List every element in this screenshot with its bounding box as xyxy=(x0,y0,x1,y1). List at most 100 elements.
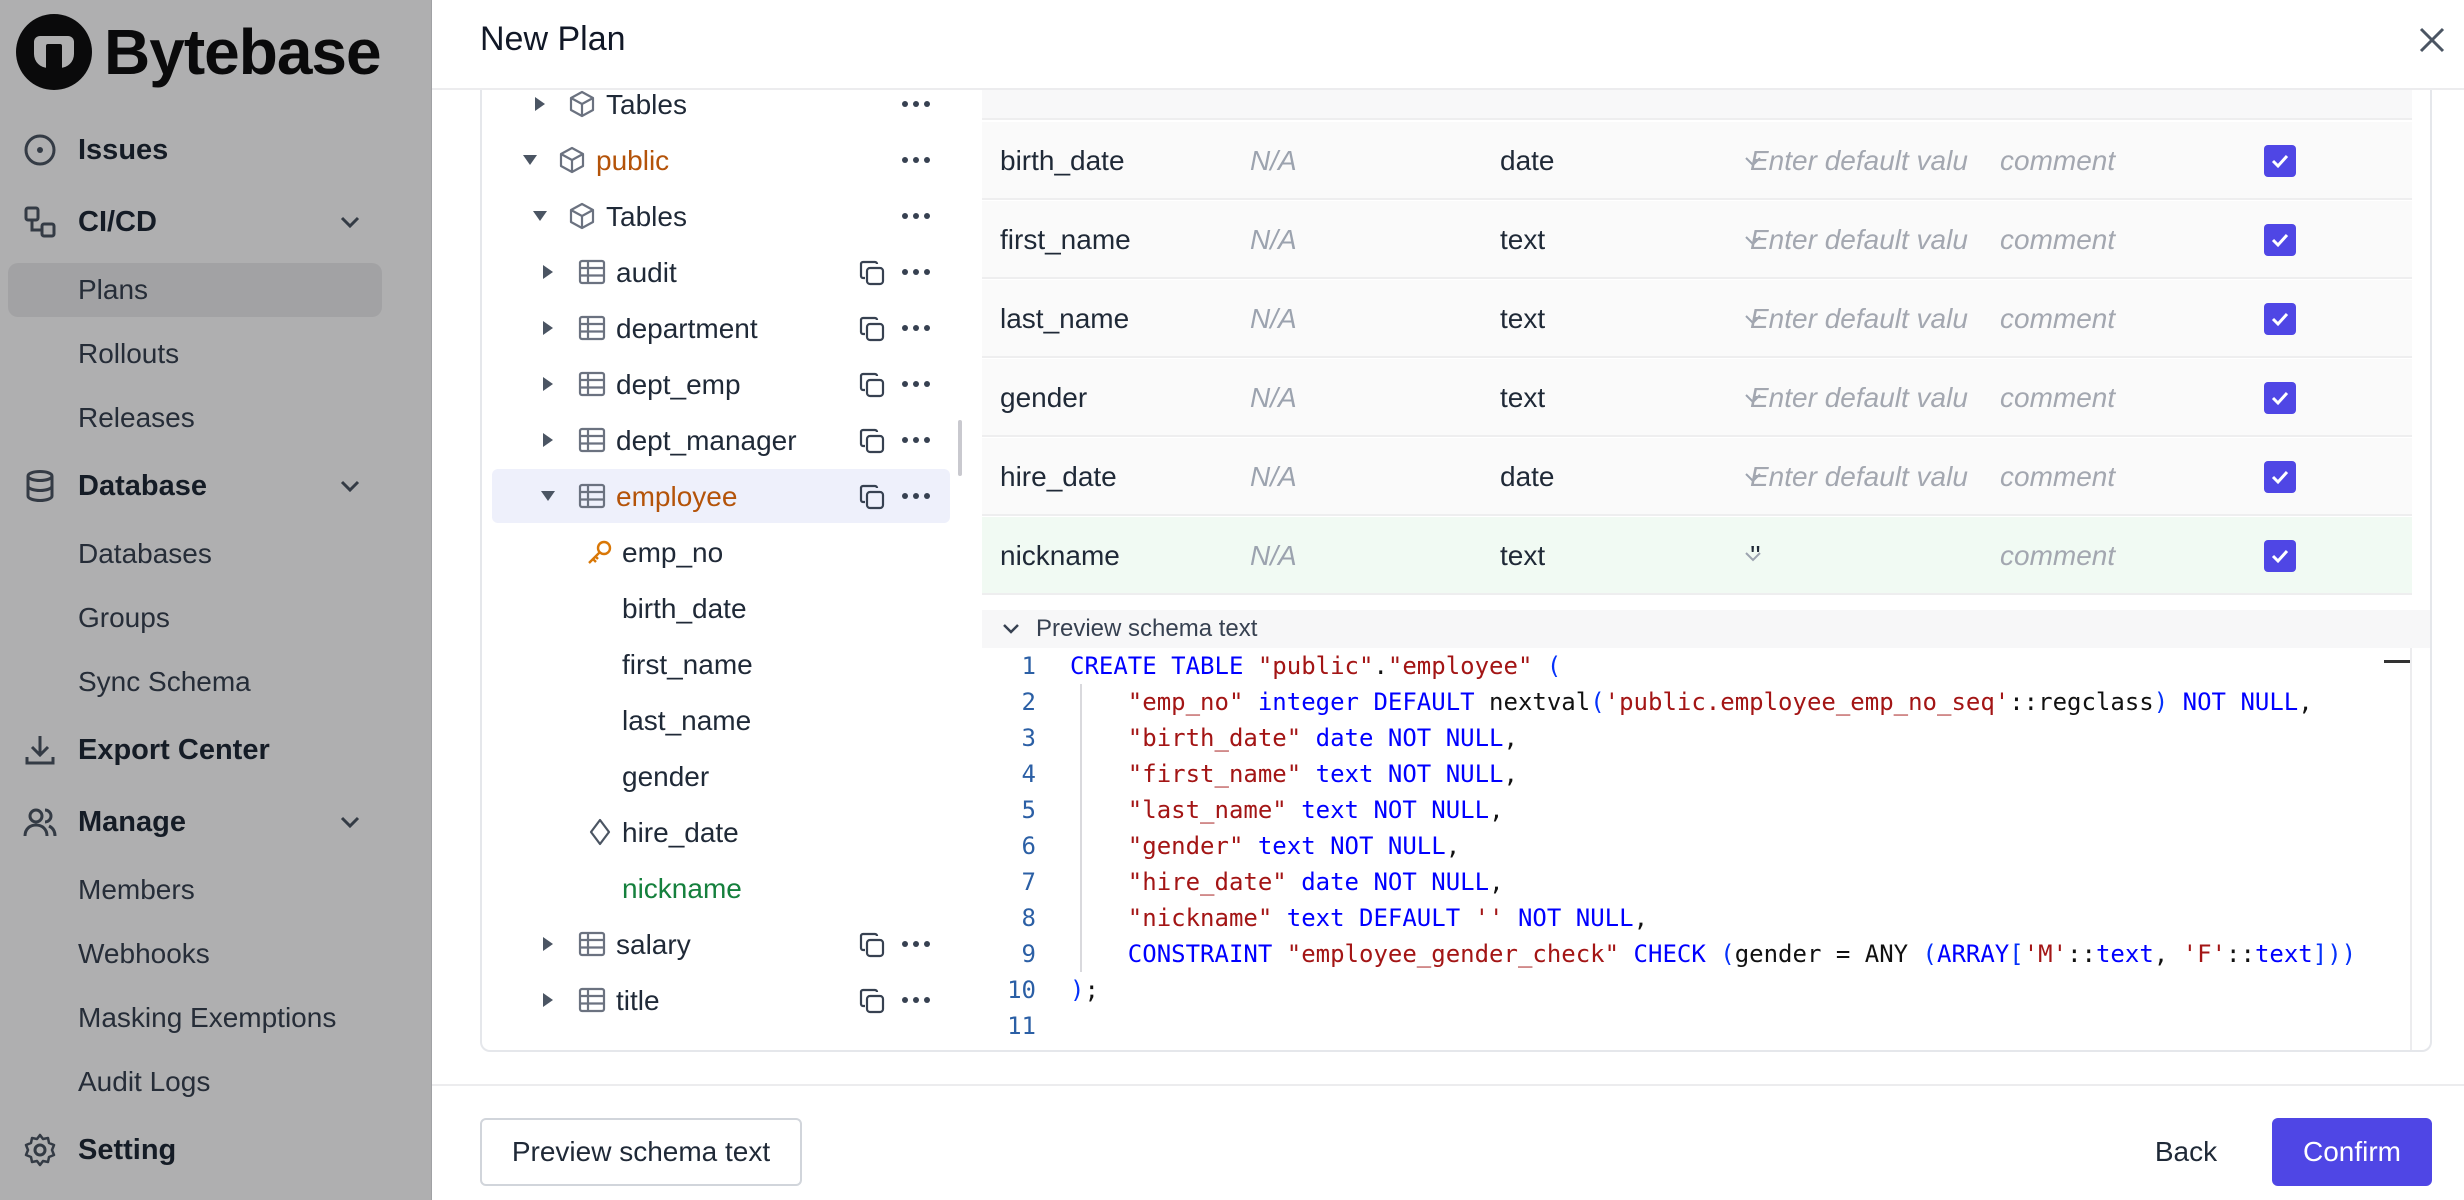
chevron-down-icon[interactable] xyxy=(336,472,364,508)
close-button[interactable] xyxy=(2412,20,2452,60)
tree-node-column[interactable]: gender xyxy=(492,749,950,803)
nav-database[interactable]: Database xyxy=(0,456,432,516)
preview-schema-button[interactable]: Preview schema text xyxy=(480,1118,802,1186)
caret-right-icon[interactable] xyxy=(538,318,558,338)
chevron-down-icon[interactable] xyxy=(1742,438,1766,516)
column-name-input[interactable]: first_name xyxy=(1000,224,1131,255)
nav-setting[interactable]: Setting xyxy=(0,1120,432,1180)
not-null-checkbox[interactable] xyxy=(2264,280,2296,358)
confirm-button[interactable]: Confirm xyxy=(2272,1118,2432,1186)
preview-schema-toggle[interactable]: Preview schema text xyxy=(982,610,2430,648)
comment-input[interactable]: comment xyxy=(2000,145,2116,176)
nav-cicd[interactable]: CI/CD xyxy=(0,192,432,252)
semantic-type-cell[interactable]: N/A xyxy=(1250,145,1297,176)
tree-node-schema[interactable]: public xyxy=(492,133,950,187)
tree-node-table[interactable]: employee xyxy=(492,469,950,523)
semantic-type-cell[interactable]: N/A xyxy=(1250,382,1297,413)
chevron-down-icon[interactable] xyxy=(1742,359,1766,437)
tree-node-column[interactable]: last_name xyxy=(492,693,950,747)
copy-icon[interactable] xyxy=(856,985,888,1017)
not-null-checkbox[interactable] xyxy=(2264,517,2296,595)
comment-input[interactable]: comment xyxy=(2000,461,2116,492)
nav-databases[interactable]: Databases xyxy=(8,527,382,581)
more-options-icon[interactable] xyxy=(898,201,934,231)
semantic-type-cell[interactable]: N/A xyxy=(1250,303,1297,334)
column-type-select[interactable]: text xyxy=(1500,303,1546,334)
nav-sync-schema[interactable]: Sync Schema xyxy=(8,655,382,709)
copy-icon[interactable] xyxy=(856,369,888,401)
comment-input[interactable]: comment xyxy=(2000,303,2116,334)
chevron-down-icon[interactable] xyxy=(1742,201,1766,279)
more-options-icon[interactable] xyxy=(898,929,934,959)
nav-members[interactable]: Members xyxy=(8,863,382,917)
tree-node-table[interactable]: title xyxy=(492,973,950,1027)
not-null-checkbox[interactable] xyxy=(2264,359,2296,437)
column-name-input[interactable]: last_name xyxy=(1000,303,1130,334)
tree-node-table[interactable]: salary xyxy=(492,917,950,971)
copy-icon[interactable] xyxy=(856,257,888,289)
not-null-checkbox[interactable] xyxy=(2264,438,2296,516)
not-null-checkbox[interactable] xyxy=(2264,201,2296,279)
more-options-icon[interactable] xyxy=(898,257,934,287)
column-type-select[interactable]: text xyxy=(1500,540,1546,571)
copy-icon[interactable] xyxy=(856,313,888,345)
tree-node-folder[interactable]: Tables xyxy=(492,90,950,131)
tree-node-column[interactable]: birth_date xyxy=(492,581,950,635)
column-name-input[interactable]: gender xyxy=(1000,382,1088,413)
more-options-icon[interactable] xyxy=(898,481,934,511)
default-value-input[interactable]: Enter default valu xyxy=(1750,145,1968,176)
default-value-input[interactable]: Enter default valu xyxy=(1750,224,1968,255)
nav-export-center[interactable]: Export Center xyxy=(0,720,432,780)
comment-input[interactable]: comment xyxy=(2000,382,2116,413)
caret-right-icon[interactable] xyxy=(538,262,558,282)
code-scrollbar[interactable] xyxy=(2410,648,2412,1050)
column-type-select[interactable]: text xyxy=(1500,382,1546,413)
copy-icon[interactable] xyxy=(856,929,888,961)
tree-node-folder[interactable]: Tables xyxy=(492,189,950,243)
nav-manage[interactable]: Manage xyxy=(0,792,432,852)
tree-node-table[interactable]: dept_emp xyxy=(492,357,950,411)
nav-groups[interactable]: Groups xyxy=(8,591,382,645)
more-options-icon[interactable] xyxy=(898,90,934,119)
default-value-input[interactable]: Enter default valu xyxy=(1750,461,1968,492)
chevron-down-icon[interactable] xyxy=(336,208,364,244)
column-type-select[interactable]: date xyxy=(1500,461,1555,492)
chevron-down-icon[interactable] xyxy=(1742,280,1766,358)
more-options-icon[interactable] xyxy=(898,145,934,175)
nav-audit-logs[interactable]: Audit Logs xyxy=(8,1055,382,1109)
column-name-input[interactable]: nickname xyxy=(1000,540,1120,571)
chevron-down-icon[interactable] xyxy=(1742,122,1766,200)
tree-node-table[interactable]: department xyxy=(492,301,950,355)
caret-right-icon[interactable] xyxy=(538,430,558,450)
column-type-select[interactable]: text xyxy=(1500,224,1546,255)
copy-icon[interactable] xyxy=(856,481,888,513)
column-name-input[interactable]: birth_date xyxy=(1000,145,1125,176)
semantic-type-cell[interactable]: N/A xyxy=(1250,461,1297,492)
semantic-type-cell[interactable]: N/A xyxy=(1250,540,1297,571)
modal-backdrop[interactable] xyxy=(0,0,432,1200)
chevron-down-icon[interactable] xyxy=(1742,517,1766,595)
caret-right-icon[interactable] xyxy=(530,94,550,114)
default-value-input[interactable]: '' xyxy=(1750,540,1761,571)
column-name-input[interactable]: hire_date xyxy=(1000,461,1117,492)
more-options-icon[interactable] xyxy=(898,985,934,1015)
more-options-icon[interactable] xyxy=(898,313,934,343)
back-button[interactable]: Back xyxy=(2154,1136,2218,1167)
caret-down-icon[interactable] xyxy=(538,486,558,506)
not-null-checkbox[interactable] xyxy=(2264,122,2296,200)
comment-input[interactable]: comment xyxy=(2000,540,2116,571)
more-options-icon[interactable] xyxy=(898,369,934,399)
caret-down-icon[interactable] xyxy=(530,206,550,226)
tree-node-column[interactable]: first_name xyxy=(492,637,950,691)
nav-plans[interactable]: Plans xyxy=(8,263,382,317)
nav-issues[interactable]: Issues xyxy=(0,120,432,180)
column-type-select[interactable]: date xyxy=(1500,145,1555,176)
chevron-down-icon[interactable] xyxy=(336,808,364,844)
tree-node-column[interactable]: hire_date xyxy=(492,805,950,859)
tree-node-table[interactable]: dept_manager xyxy=(492,413,950,467)
nav-masking-exemptions[interactable]: Masking Exemptions xyxy=(8,991,382,1045)
comment-input[interactable]: comment xyxy=(2000,224,2116,255)
tree-node-column[interactable]: nickname xyxy=(492,861,950,915)
semantic-type-cell[interactable]: N/A xyxy=(1250,224,1297,255)
